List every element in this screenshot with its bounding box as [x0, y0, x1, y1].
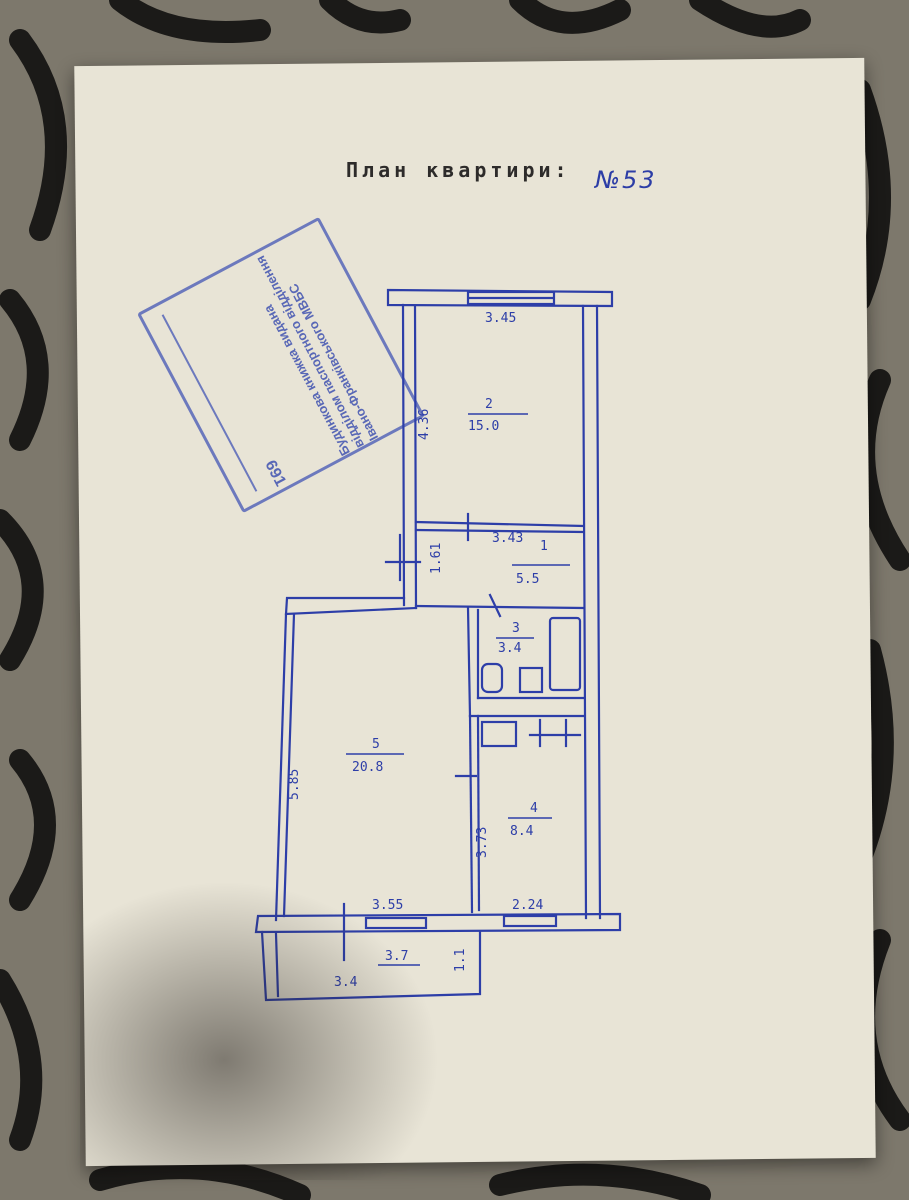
balcony	[260, 930, 482, 1002]
toilet	[480, 662, 504, 694]
dim-kitchen-length: 3.73	[475, 827, 490, 858]
room-area-1: 5.5	[516, 572, 539, 587]
room-area-2: 15.0	[468, 419, 499, 434]
dim-room2-width: 3.45	[485, 311, 516, 326]
right-wall-inner	[581, 304, 588, 920]
room-number-2: 2	[485, 397, 493, 412]
room-area-3: 3.4	[498, 641, 522, 656]
dim-kitchen-width: 2.24	[512, 898, 543, 913]
dim-room5-length: 5.85	[287, 769, 302, 800]
dim-room5-width: 3.55	[372, 898, 403, 913]
room2-left-wall-outer	[401, 303, 406, 607]
room5-left-wall-outer	[274, 612, 288, 922]
bottom-wall	[254, 912, 622, 934]
bathroom-left-wall-outer	[466, 606, 472, 718]
room2-partition	[414, 520, 585, 528]
room-number-4: 4	[530, 801, 538, 816]
dim-room2-length: 4.36	[417, 409, 432, 440]
apartment-number: №53	[595, 166, 657, 194]
right-wall-outer	[595, 304, 602, 920]
kitchen-left-wall-inner	[476, 714, 481, 912]
room5-top-wall	[284, 596, 418, 616]
room-labels: 2 15.0 1 5.5 3 3.4 5 20.8 4 8.4 3.7	[346, 397, 570, 966]
bottom-window-room5	[364, 916, 428, 930]
sink	[518, 666, 544, 694]
bottom-window-kitchen	[502, 914, 558, 928]
balcony-area: 3.7	[385, 949, 408, 964]
dim-balcony-length: 3.4	[334, 975, 358, 990]
room-number-1: 1	[540, 539, 548, 554]
kitchen-stove	[480, 720, 518, 748]
kitchen-left-wall-outer	[468, 714, 474, 914]
room-number-3: 3	[512, 621, 520, 636]
room2-left-wall-inner	[413, 304, 418, 610]
dim-corridor-length: 1.61	[429, 543, 444, 574]
dim-balcony-depth: 1.1	[453, 949, 468, 972]
dim-corridor-width: 3.43	[492, 531, 523, 546]
document-title: План квартири:	[346, 158, 571, 182]
room5-left-wall-inner	[282, 612, 296, 918]
room-area-4: 8.4	[510, 824, 534, 839]
room-number-5: 5	[372, 737, 380, 752]
bathtub	[548, 616, 582, 692]
room-area-5: 20.8	[352, 760, 383, 775]
